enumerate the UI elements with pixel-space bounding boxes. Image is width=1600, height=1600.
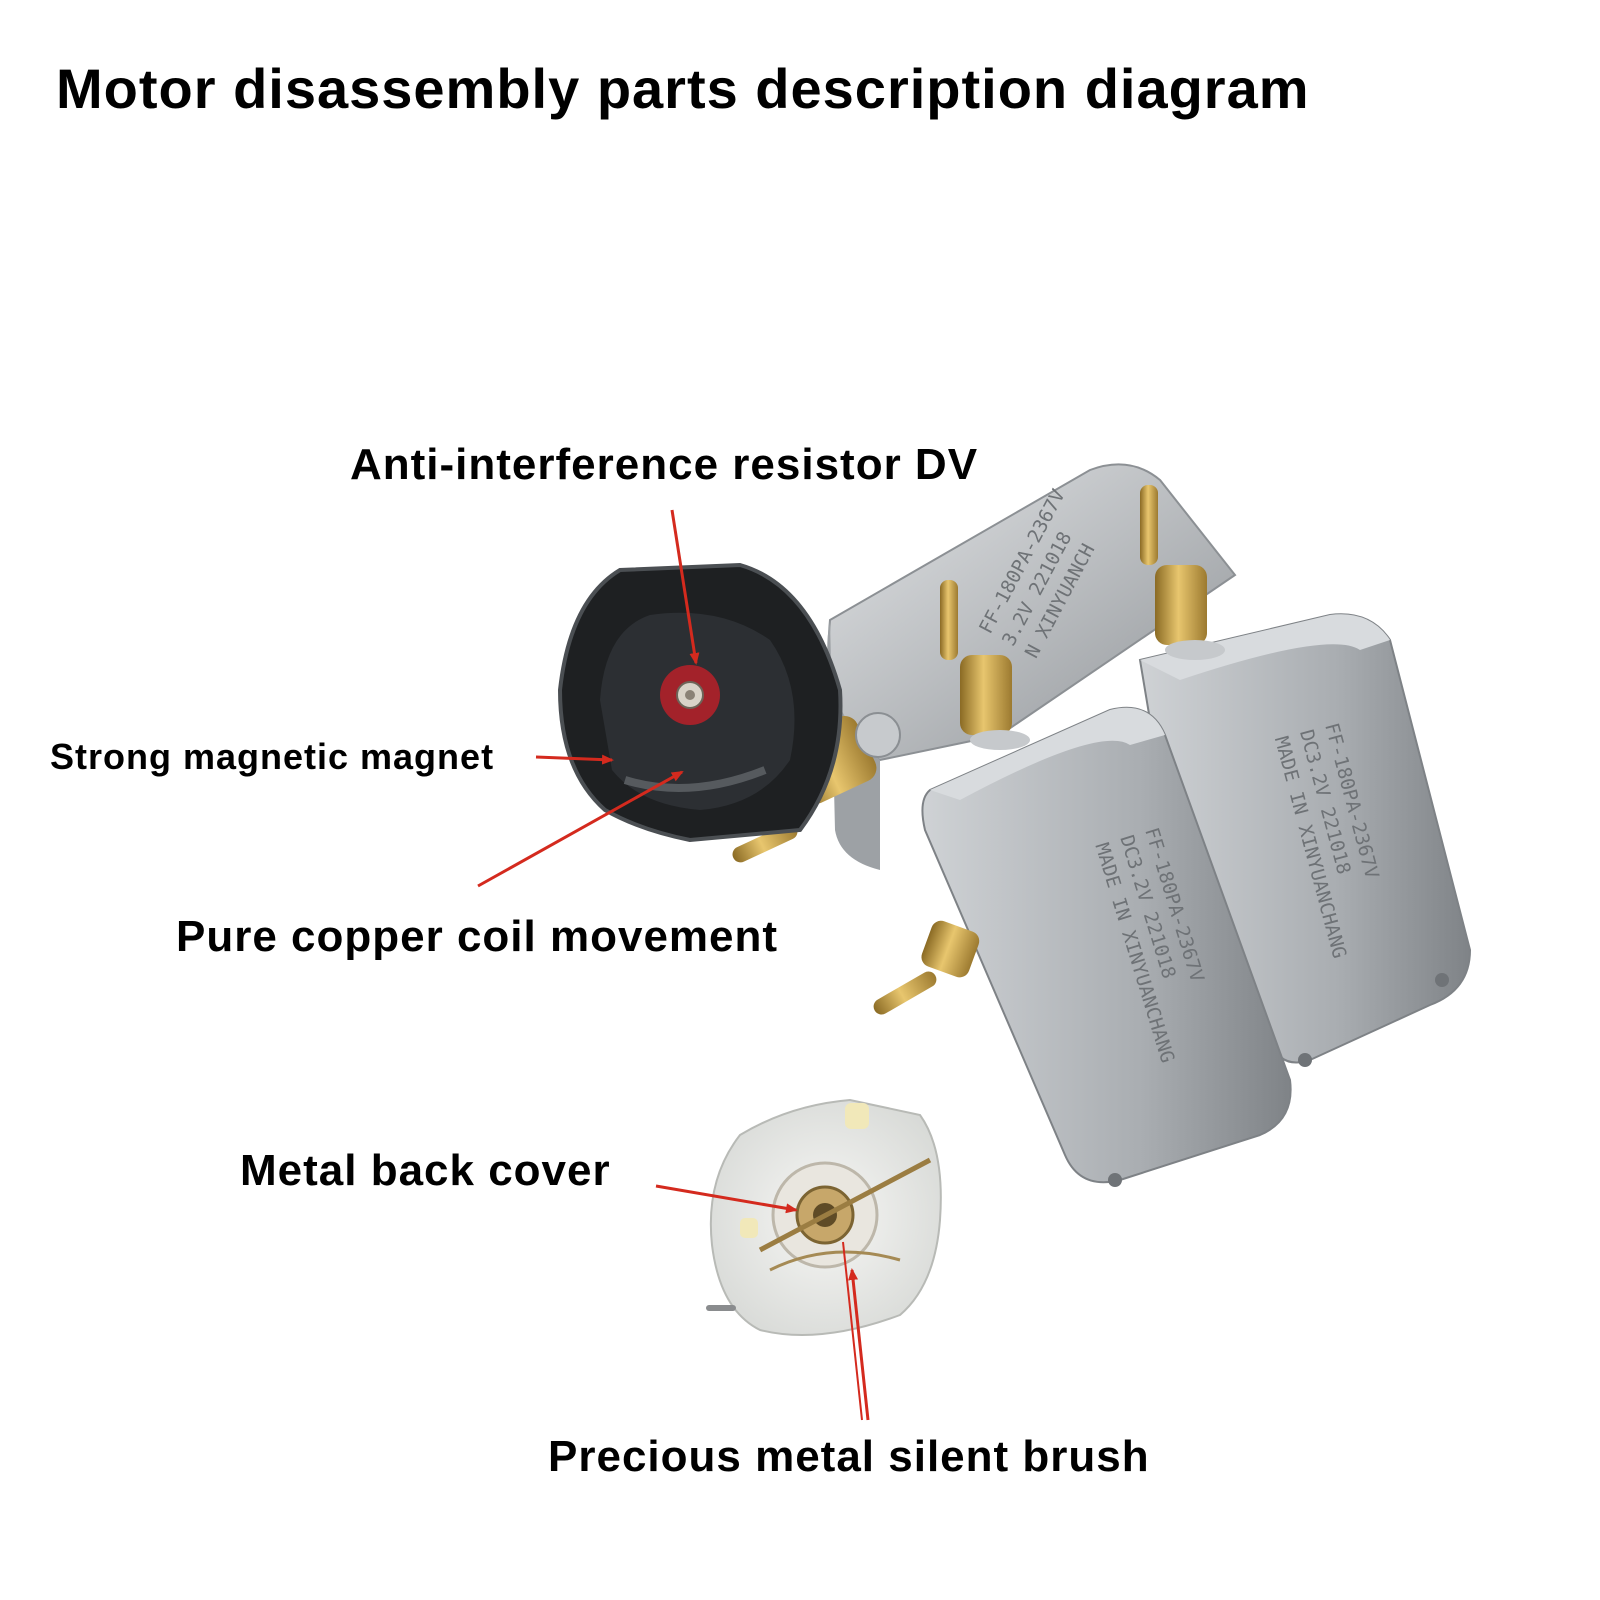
arrow-magnet [535,754,614,765]
arrow-brush-2 [842,1241,863,1421]
label-precious-metal-brush: Precious metal silent brush [548,1432,1150,1481]
label-metal-back-cover: Metal back cover [240,1146,611,1195]
brass-pins [873,485,1225,1015]
arrow-anti-interference [670,509,700,665]
motor-front: FF-180PA-2367V DC3.2V 221018 MADE IN XIN… [921,706,1292,1187]
page-title: Motor disassembly parts description diag… [56,57,1310,120]
arrow-back-cover [655,1184,798,1214]
arrow-copper-coil [477,770,684,888]
arrow-brush-1 [848,1268,870,1421]
label-anti-interference-resistor: Anti-interference resistor DV [350,440,979,489]
label-strong-magnetic-magnet: Strong magnetic magnet [50,736,495,777]
plastic-back-cover [706,1098,942,1336]
annotation-arrows [477,509,870,1421]
label-pure-copper-coil: Pure copper coil movement [176,912,779,961]
open-motor-can [557,562,843,843]
